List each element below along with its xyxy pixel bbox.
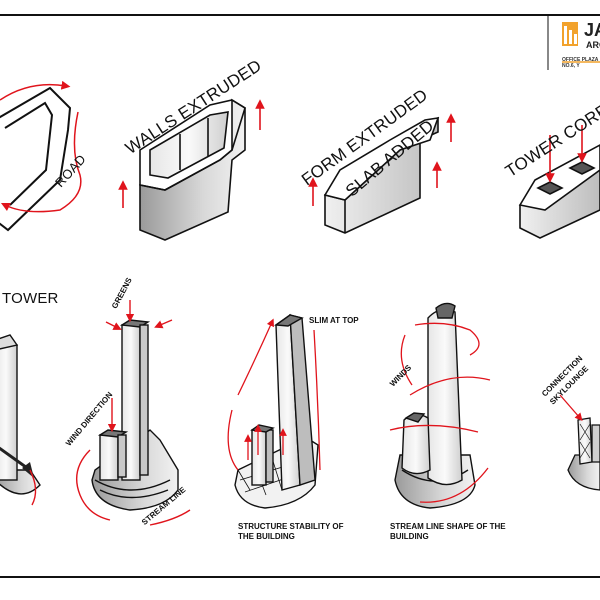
slim-curve-bottom — [227, 409, 239, 471]
logo-mark — [562, 22, 578, 46]
streamline-wind-low — [389, 424, 479, 433]
streamline-wind-mid — [409, 376, 491, 396]
twin-towers — [91, 319, 179, 511]
logo-sub: ARC — [586, 40, 600, 50]
label-tower: TOWER — [2, 290, 59, 307]
road-arrow-side — [0, 111, 82, 213]
sheet-border — [0, 14, 600, 578]
slim-wind-left — [237, 318, 274, 396]
tower-wind-arrow — [0, 446, 31, 472]
tower-red-curve — [29, 469, 37, 506]
greens-arrow-right — [154, 319, 173, 329]
label-stream-line-shape-1: STREAM LINE SHAPE OF THE — [390, 522, 506, 531]
logo-address: OFFICE PLAZA NO.6, Y — [562, 57, 599, 69]
label-stream-line-shape-2: BUILDING — [390, 532, 429, 541]
slim-tower — [234, 313, 319, 509]
skylounge-arrow — [559, 394, 583, 421]
streamline-wind-top — [414, 322, 480, 356]
slim-wind-right — [313, 329, 321, 471]
greens-arrow-left — [105, 321, 122, 330]
tower-wind-head — [22, 462, 34, 478]
road-arrow-top — [0, 80, 71, 101]
streamline-wind-base — [419, 467, 489, 503]
label-structure-stability-2: THE BUILDING — [238, 532, 295, 541]
label-structure-stability-1: STRUCTURE STABILITY OF — [238, 522, 344, 531]
label-slim-at-top: SLIM AT TOP — [309, 316, 359, 325]
streamline-wind-left — [400, 334, 413, 386]
stream-curve-right — [149, 509, 191, 526]
logo-name: JA — [584, 20, 600, 40]
site-outline — [0, 86, 72, 232]
single-tower — [0, 334, 41, 495]
walls-extruded-block — [139, 98, 246, 241]
skylounge-tower — [567, 417, 600, 491]
stream-curve-left — [76, 449, 111, 521]
slab-block — [323, 116, 440, 234]
streamline-tower — [394, 302, 476, 509]
